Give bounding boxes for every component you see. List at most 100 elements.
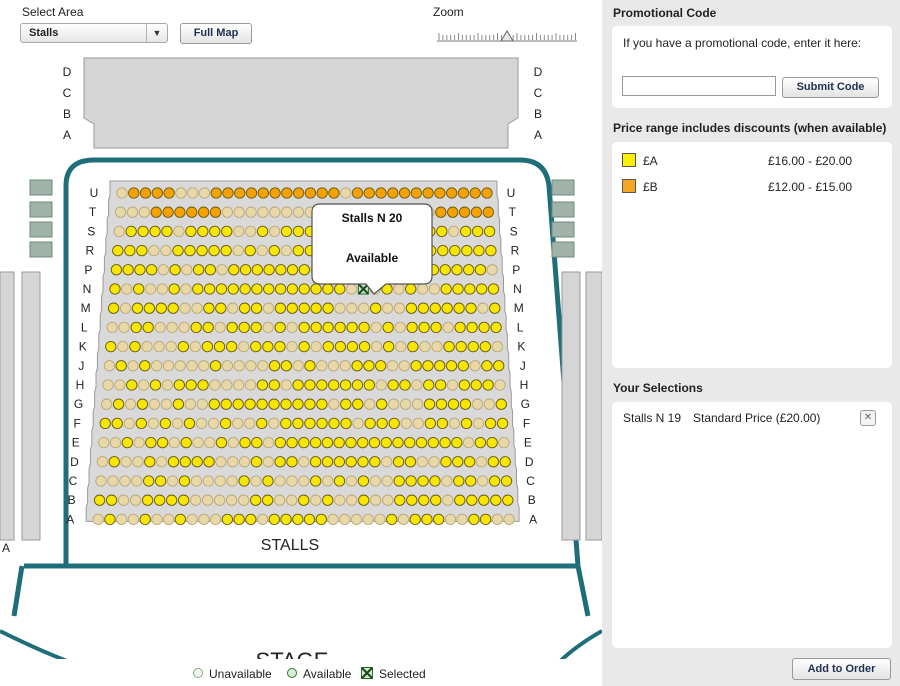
seat[interactable] — [423, 379, 435, 391]
seat[interactable] — [427, 436, 439, 449]
seat[interactable] — [121, 283, 133, 295]
seat[interactable] — [369, 456, 381, 468]
seat[interactable] — [171, 417, 184, 430]
seat[interactable] — [256, 244, 268, 257]
seat[interactable] — [376, 417, 388, 430]
seat[interactable] — [446, 379, 459, 391]
seat[interactable] — [304, 398, 316, 410]
seat[interactable] — [281, 187, 293, 199]
seat[interactable] — [381, 456, 393, 468]
seat[interactable] — [451, 264, 463, 276]
seat[interactable] — [334, 283, 346, 295]
seat[interactable] — [221, 225, 233, 238]
seat[interactable] — [244, 225, 257, 238]
seat[interactable] — [362, 513, 374, 526]
seat[interactable] — [163, 187, 175, 199]
seat[interactable] — [281, 206, 293, 218]
seat[interactable] — [407, 340, 419, 353]
seat[interactable] — [268, 360, 281, 372]
seat[interactable] — [309, 436, 322, 449]
seat[interactable] — [479, 513, 492, 526]
seat[interactable] — [463, 264, 475, 276]
seat[interactable] — [121, 436, 133, 449]
seat[interactable] — [500, 475, 513, 487]
seat[interactable] — [115, 360, 127, 372]
seat[interactable] — [411, 398, 424, 410]
seat[interactable] — [345, 283, 358, 295]
seat[interactable] — [112, 398, 125, 410]
seat[interactable] — [227, 302, 239, 314]
seat[interactable] — [398, 360, 410, 372]
seat[interactable] — [482, 379, 494, 391]
seat[interactable] — [328, 187, 340, 199]
seat[interactable] — [280, 225, 293, 238]
seat[interactable] — [162, 206, 174, 218]
seat[interactable] — [316, 379, 328, 391]
seat[interactable] — [435, 398, 448, 410]
seat[interactable] — [244, 379, 257, 391]
seat[interactable] — [410, 187, 423, 199]
seat[interactable] — [202, 475, 214, 487]
seat[interactable] — [214, 475, 226, 487]
seat[interactable] — [226, 494, 238, 506]
seat[interactable] — [131, 302, 144, 314]
seat[interactable] — [364, 417, 376, 430]
seat[interactable] — [498, 436, 510, 449]
seat[interactable] — [452, 456, 464, 468]
seat[interactable] — [309, 456, 322, 468]
seat[interactable] — [437, 244, 449, 257]
seat[interactable] — [100, 398, 113, 410]
seat[interactable] — [203, 283, 216, 295]
seat[interactable] — [322, 494, 334, 506]
seat[interactable] — [483, 398, 495, 410]
seat[interactable] — [321, 436, 334, 449]
seat[interactable] — [370, 321, 382, 334]
seat[interactable] — [105, 494, 118, 506]
seat[interactable] — [167, 456, 180, 468]
seat[interactable] — [435, 206, 447, 218]
seat[interactable] — [250, 494, 262, 506]
seat[interactable] — [280, 513, 292, 526]
seat[interactable] — [470, 206, 483, 218]
seat[interactable] — [184, 398, 196, 410]
seat[interactable] — [464, 456, 476, 468]
seat[interactable] — [167, 302, 179, 314]
seat[interactable] — [417, 302, 429, 314]
seat[interactable] — [202, 494, 214, 506]
seat[interactable] — [145, 264, 158, 276]
seat[interactable] — [209, 225, 221, 238]
seat[interactable] — [133, 436, 145, 449]
seat[interactable] — [423, 398, 436, 410]
seat[interactable] — [159, 417, 172, 430]
seat[interactable] — [298, 475, 310, 487]
seat[interactable] — [339, 379, 352, 391]
seat[interactable] — [339, 513, 351, 526]
seat[interactable] — [363, 187, 375, 199]
seat[interactable] — [175, 187, 187, 199]
seat[interactable] — [220, 244, 232, 257]
seat[interactable] — [422, 187, 434, 199]
seat[interactable] — [310, 494, 322, 506]
seat[interactable] — [316, 187, 328, 199]
seat[interactable] — [250, 475, 262, 487]
seat[interactable] — [174, 513, 187, 526]
seat[interactable] — [238, 321, 250, 334]
remove-selection-icon[interactable]: ✕ — [860, 410, 876, 426]
seat[interactable] — [186, 187, 199, 199]
seat[interactable] — [149, 379, 162, 391]
seat[interactable] — [481, 187, 493, 199]
seat[interactable] — [244, 398, 256, 410]
seat[interactable] — [117, 494, 130, 506]
seat[interactable] — [406, 494, 418, 506]
seat[interactable] — [191, 302, 203, 314]
seat[interactable] — [145, 436, 157, 449]
seat[interactable] — [352, 398, 364, 410]
seat[interactable] — [137, 379, 150, 391]
seat[interactable] — [477, 302, 489, 314]
seat[interactable] — [192, 264, 205, 276]
seat[interactable] — [358, 340, 371, 353]
seat[interactable] — [107, 475, 119, 487]
seat[interactable] — [443, 340, 455, 353]
seat[interactable] — [298, 436, 310, 449]
seat[interactable] — [292, 398, 304, 410]
